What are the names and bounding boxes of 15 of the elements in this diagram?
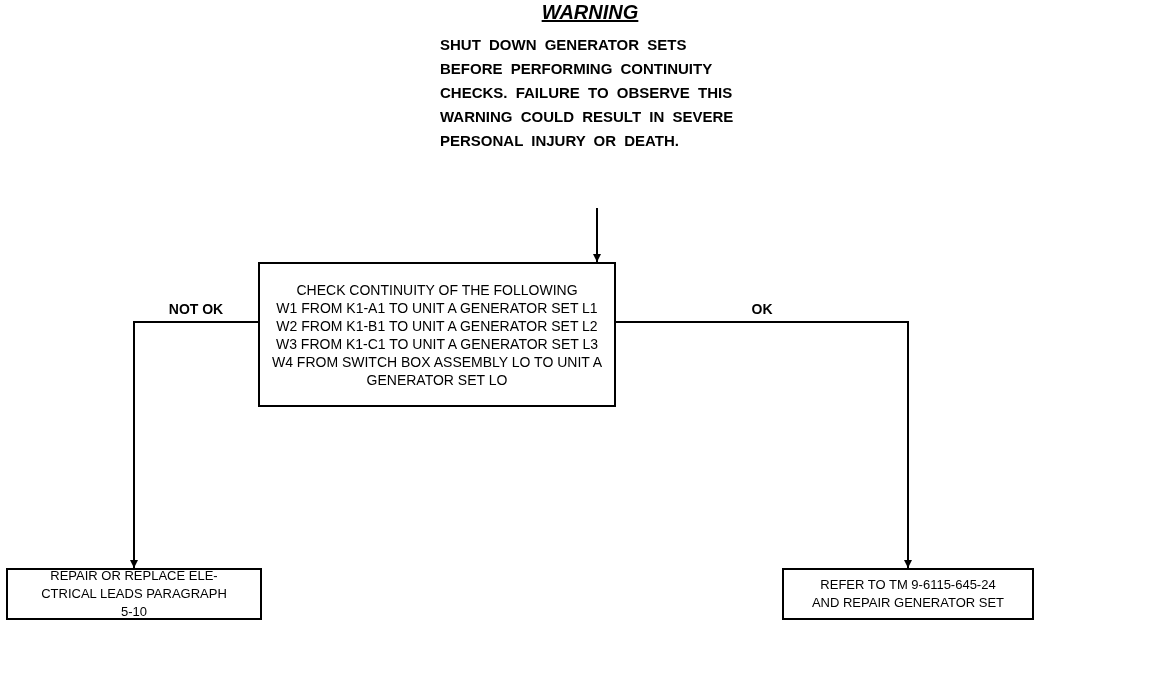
arrow — [593, 207, 601, 263]
warning-heading: WARNING — [541, 0, 639, 25]
box-text: REFER TO TM 9-6115-645-24 AND REPAIR GENERATOR SET — [810, 576, 1006, 612]
box-text: W2 FROM K1-B1 TO UNIT A GENERATOR SET L2 — [276, 316, 598, 335]
process-box — [6, 568, 262, 620]
box-text: CHECK CONTINUITY OF THE FOLLOWING — [296, 280, 578, 299]
box-text: REPAIR OR REPLACE ELE- CTRICAL LEADS PARAGRAPH 5-10 — [40, 567, 228, 621]
box-text: W1 FROM K1-A1 TO UNIT A GENERATOR SET L1 — [276, 298, 598, 317]
warning-text: SHUT DOWN GENERATOR SETS BEFORE PERFORMING CONTINUITY CHECKS. FAILURE TO OBSERVE THIS WARNING COULD RESULT IN SEVERE PERSONAL INJURY OR DEATH. — [440, 35, 735, 151]
box-text: W4 FROM SWITCH BOX ASSEMBLY LO TO UNIT A GENERATOR SET LO — [270, 352, 604, 389]
process-box — [258, 262, 616, 407]
arrow — [130, 321, 259, 569]
box-text: W3 FROM K1-C1 TO UNIT A GENERATOR SET L3 — [275, 334, 599, 353]
arrow — [615, 321, 912, 569]
process-box — [782, 568, 1034, 620]
